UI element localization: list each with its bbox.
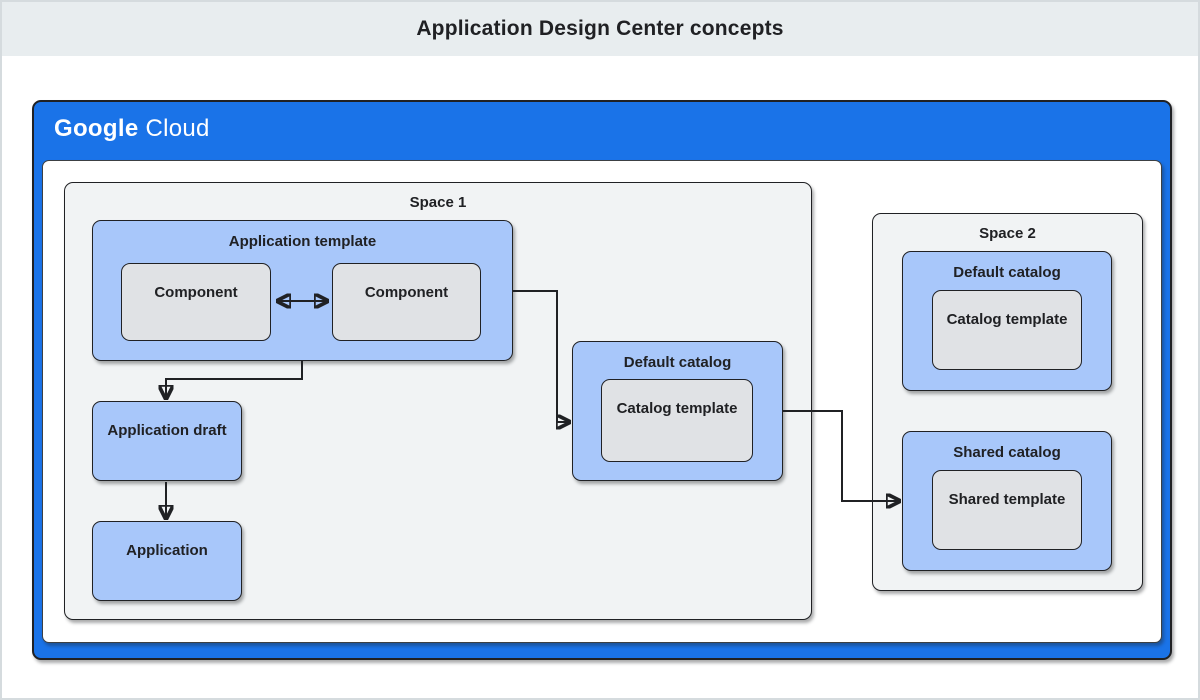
space2-catalog-template-label: Catalog template (946, 311, 1068, 328)
space1-label: Space 1 (409, 194, 467, 211)
application-template-label: Application template (228, 233, 377, 250)
component-right-label: Component (364, 284, 449, 301)
space1-catalog-template-label: Catalog template (616, 400, 738, 417)
component-left-label: Component (154, 284, 238, 301)
space1-catalog-template-node: Catalog template (601, 379, 753, 462)
component-node-left: Component (121, 263, 271, 341)
page-title: Application Design Center concepts (416, 17, 784, 40)
shared-template-node: Shared template (932, 470, 1082, 550)
space1-default-catalog-label: Default catalog (623, 354, 732, 371)
google-logo-text: Google (54, 115, 139, 142)
component-node-right: Component (332, 263, 481, 341)
space2-catalog-template-node: Catalog template (932, 290, 1082, 370)
cloud-logo-text: Cloud (145, 115, 210, 142)
title-bar: Application Design Center concepts (2, 2, 1198, 56)
application-node: Application (92, 521, 242, 601)
space2-label: Space 2 (979, 225, 1036, 242)
application-draft-label: Application draft (107, 422, 227, 439)
application-label: Application (126, 542, 208, 559)
shared-catalog-label: Shared catalog (953, 444, 1061, 461)
application-draft-node: Application draft (92, 401, 242, 481)
shared-template-label: Shared template (948, 491, 1066, 508)
space2-default-catalog-label: Default catalog (953, 264, 1061, 281)
